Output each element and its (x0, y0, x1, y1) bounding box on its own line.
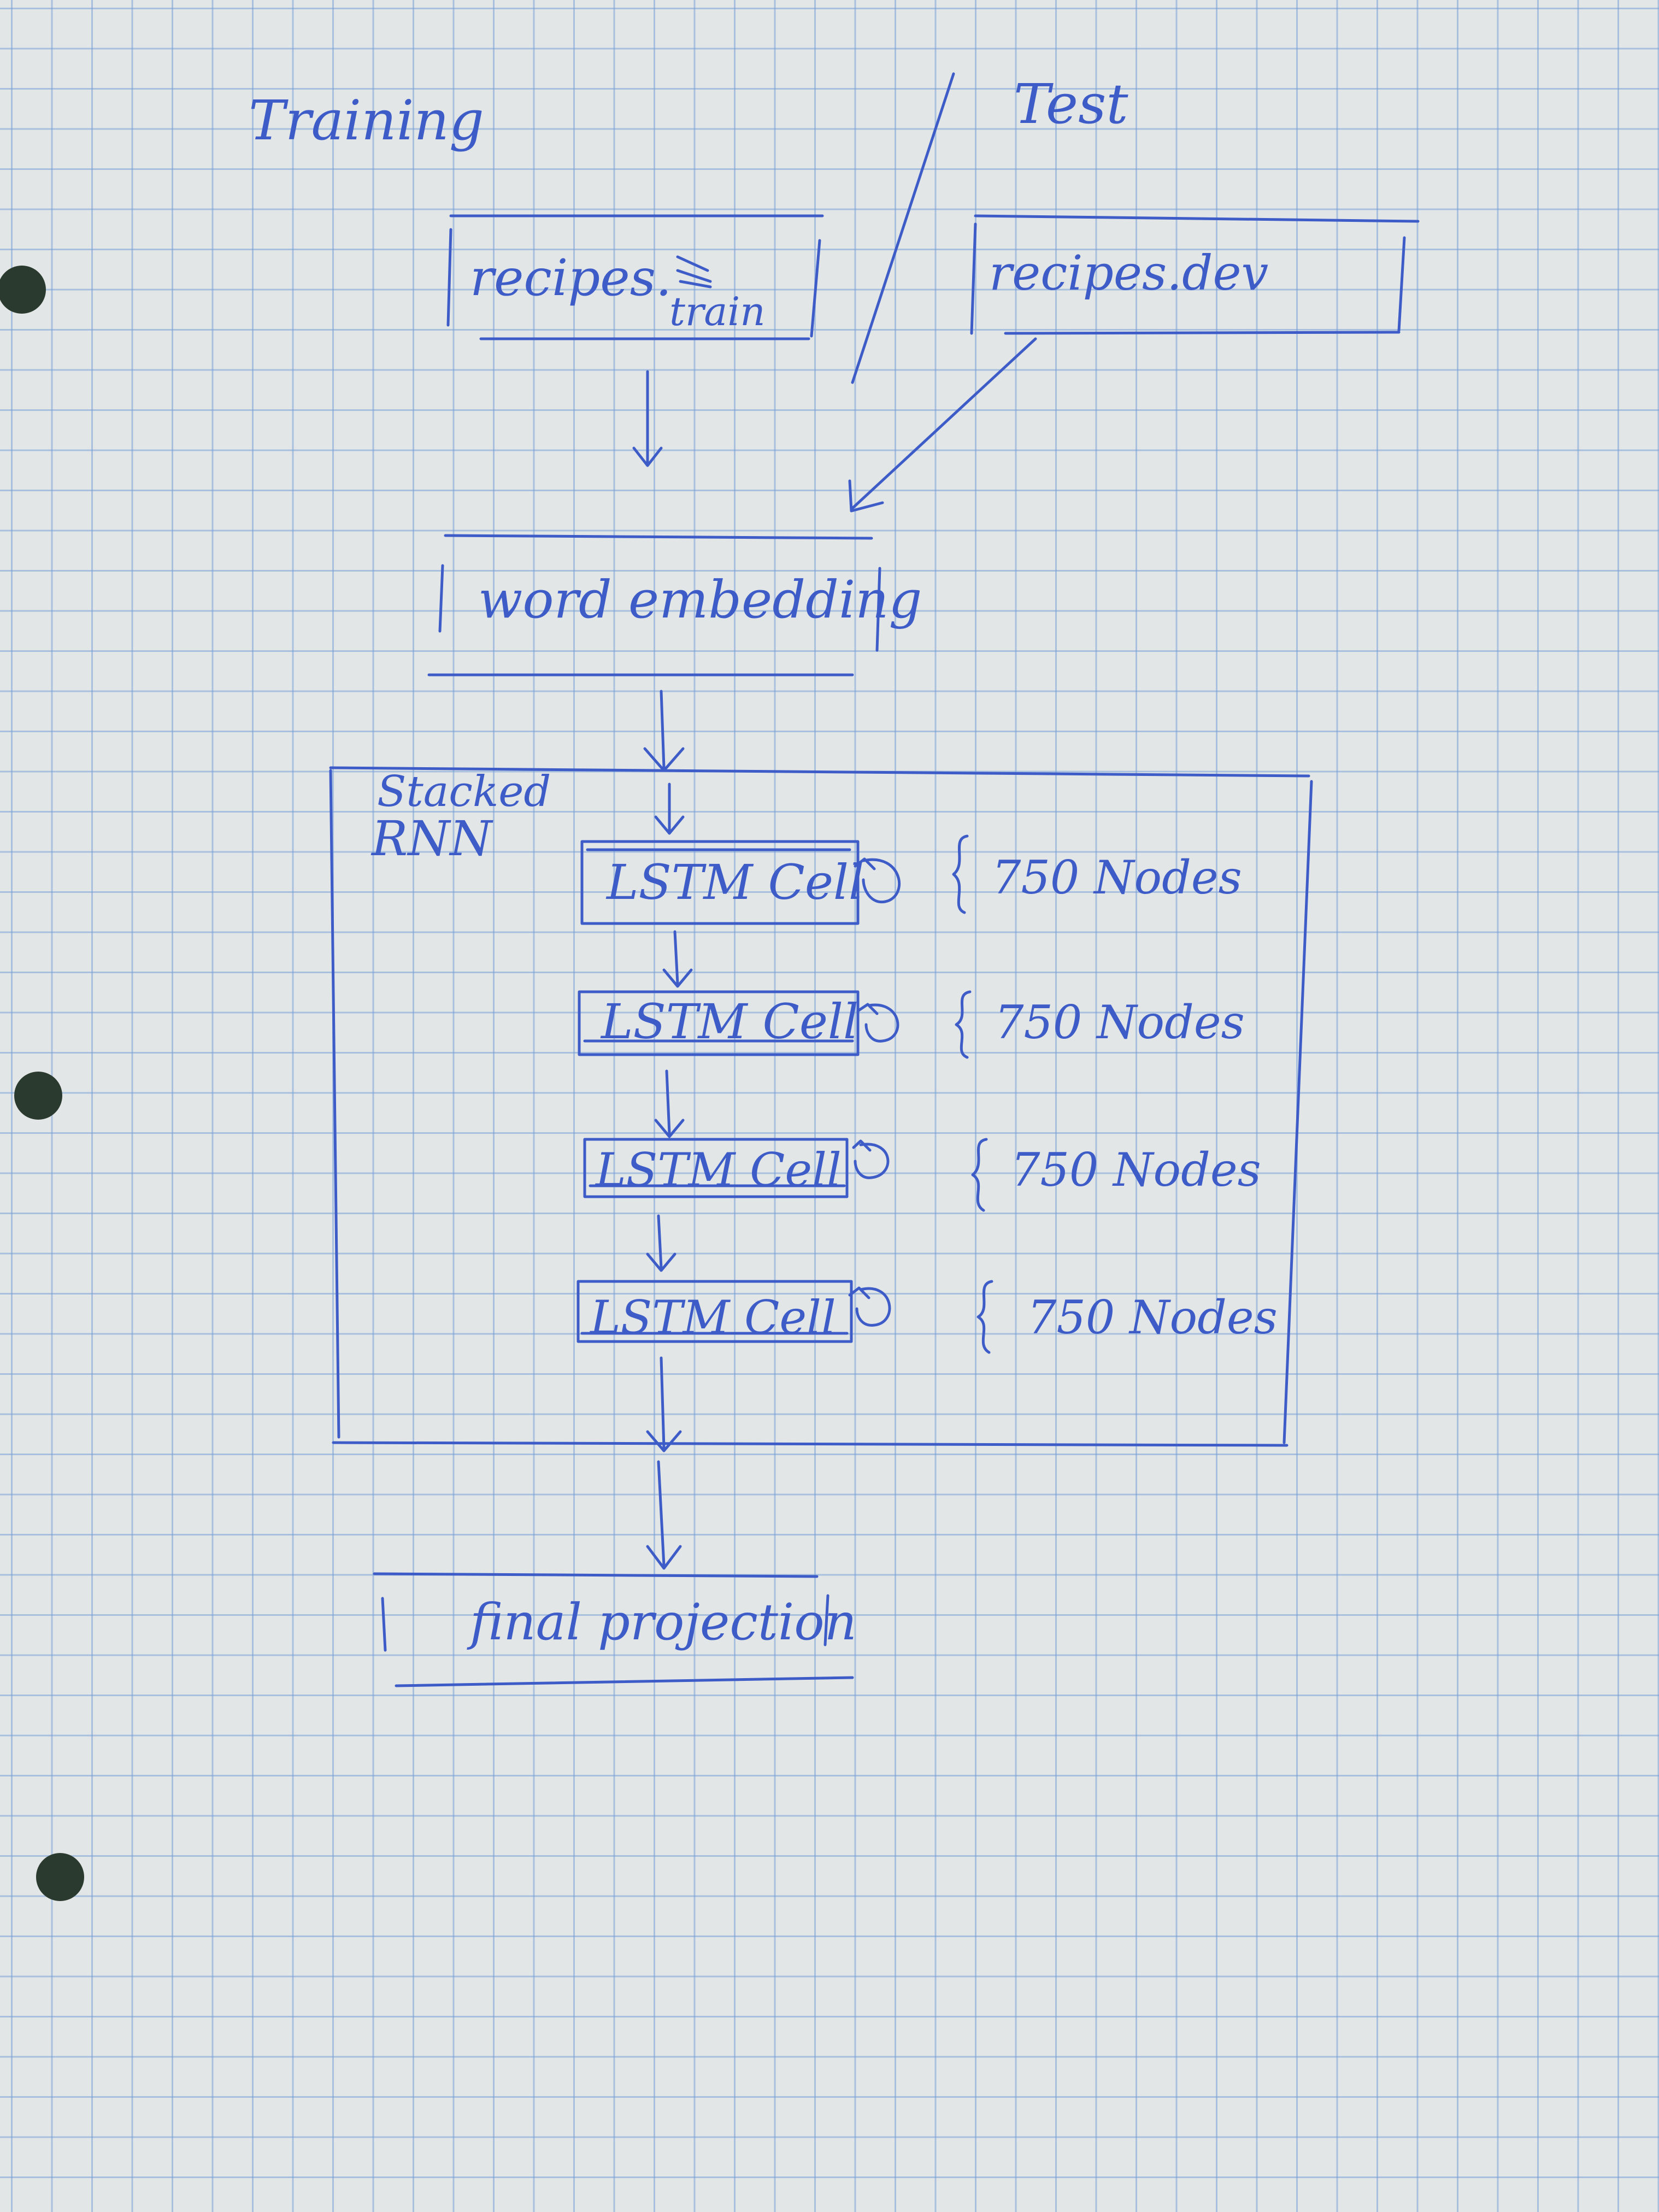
train-file-prefix: recipes. (470, 249, 672, 307)
lstm-cell-1: LSTM Cell 750 Nodes (580, 834, 1242, 925)
lstm-cell-4-nodes: 750 Nodes (1027, 1291, 1278, 1344)
stack-title-line1: Stacked (377, 767, 551, 816)
test-heading: Test (1014, 72, 1128, 136)
binder-hole-middle (14, 1072, 62, 1120)
lstm-cell-3-recurrence-icon (852, 1139, 890, 1179)
column-divider (851, 72, 955, 384)
stack-title-line2: RNN (370, 810, 493, 867)
dev-file-label: recipes.dev (989, 245, 1268, 301)
lstm-cell-2-brace (955, 990, 972, 1059)
lstm-cell-2-nodes: 750 Nodes (995, 996, 1245, 1049)
lstm-cell-4-brace (976, 1280, 993, 1354)
dev-to-embedding-arrow (848, 337, 1037, 513)
final-projection-label: final projection (467, 1593, 857, 1651)
lstm-cell-1-label: LSTM Cell (605, 854, 864, 910)
stacked-rnn-container: Stacked RNN (329, 766, 1313, 1447)
cell4-to-stack-exit-arrow (646, 1356, 682, 1452)
lstm-cell-3: LSTM Cell 750 Nodes (583, 1138, 1261, 1212)
dev-file-box: recipes.dev (970, 214, 1420, 335)
training-heading: Training (249, 89, 484, 152)
lstm-cell-3-nodes: 750 Nodes (1011, 1143, 1261, 1197)
cell3-to-cell4-arrow (646, 1214, 676, 1272)
lstm-cell-2-recurrence-icon (856, 1003, 899, 1043)
final-projection-box: final projection (373, 1572, 857, 1687)
word-embedding-label: word embedding (478, 570, 922, 630)
binder-hole-top (0, 266, 46, 314)
stack-entry-arrow (654, 783, 685, 835)
lstm-cell-1-nodes: 750 Nodes (992, 851, 1242, 904)
scribble-mark (676, 255, 712, 289)
train-file-box: recipes. train (446, 214, 824, 340)
binder-hole-bottom (36, 1853, 84, 1901)
lstm-cell-1-recurrence-icon (854, 857, 901, 904)
stack-to-projection-arrow (646, 1460, 682, 1570)
embedding-to-stack-arrow (643, 690, 685, 772)
lstm-cell-4: LSTM Cell 750 Nodes (576, 1280, 1278, 1354)
lstm-cell-2: LSTM Cell 750 Nodes (578, 990, 1245, 1059)
lstm-cell-4-label: LSTM Cell (589, 1291, 836, 1344)
lstm-cell-3-label: LSTM Cell (595, 1143, 842, 1197)
cell2-to-cell3-arrow (654, 1069, 685, 1138)
lstm-cell-4-recurrence-icon (848, 1286, 891, 1327)
cell1-to-cell2-arrow (662, 930, 693, 988)
lstm-cell-1-brace (952, 834, 969, 914)
train-file-suffix: train (669, 289, 766, 334)
lstm-cell-3-brace (971, 1138, 988, 1212)
lstm-cell-2-label: LSTM Cell (600, 993, 858, 1050)
word-embedding-box: word embedding (427, 534, 922, 676)
train-to-embedding-arrow (632, 370, 663, 467)
